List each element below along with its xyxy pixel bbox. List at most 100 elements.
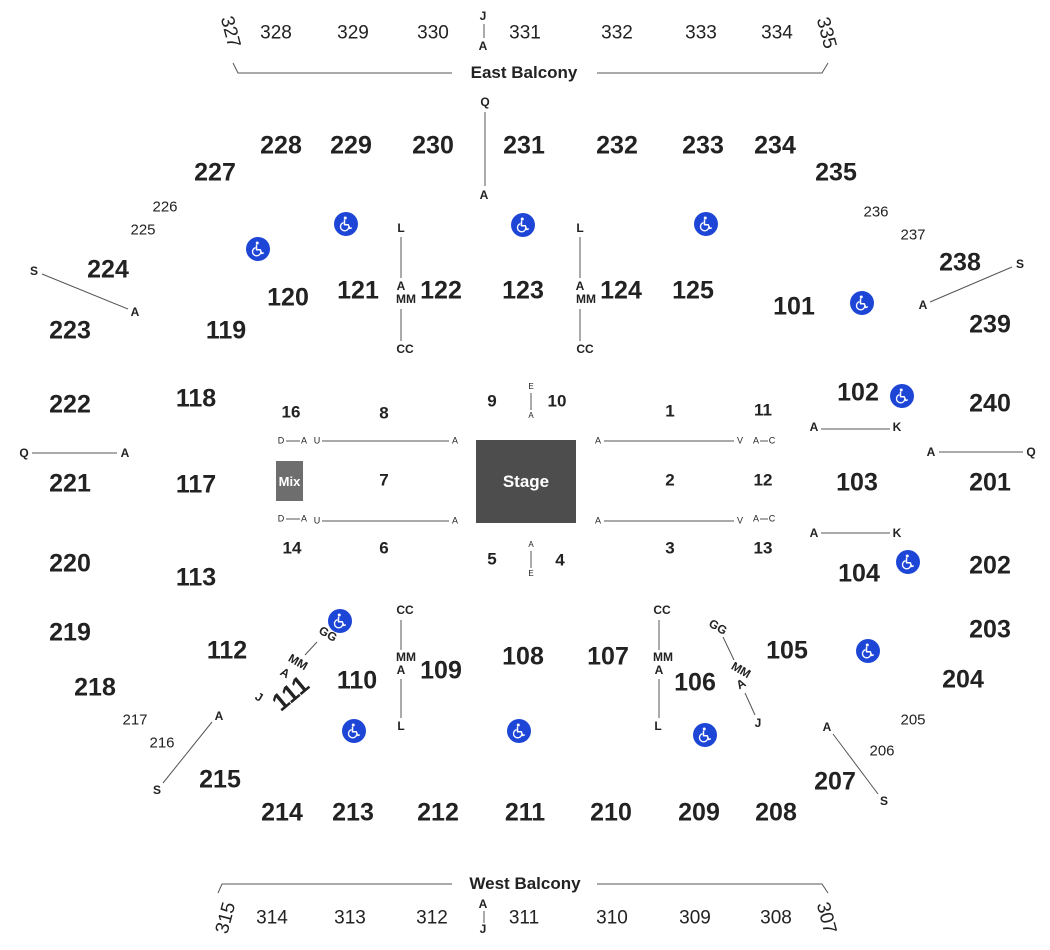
section-328[interactable]: 328	[260, 22, 292, 44]
section-229[interactable]: 229	[330, 131, 372, 160]
section-233[interactable]: 233	[682, 131, 724, 160]
section-217[interactable]: 217	[122, 711, 148, 729]
section-10[interactable]: 10	[547, 391, 567, 411]
section-225[interactable]: 225	[130, 221, 156, 239]
section-226[interactable]: 226	[152, 198, 178, 216]
section-215[interactable]: 215	[199, 765, 241, 794]
row-marker: V	[736, 435, 744, 446]
section-219[interactable]: 219	[49, 618, 91, 647]
section-117[interactable]: 117	[175, 470, 217, 499]
section-314[interactable]: 314	[256, 907, 288, 929]
section-208[interactable]: 208	[755, 798, 797, 827]
section-213[interactable]: 213	[332, 798, 374, 827]
section-11[interactable]: 11	[754, 400, 772, 420]
section-5[interactable]: 5	[487, 549, 497, 569]
section-333[interactable]: 333	[685, 22, 717, 44]
section-3[interactable]: 3	[665, 538, 675, 558]
section-231[interactable]: 231	[503, 131, 545, 160]
section-239[interactable]: 239	[969, 310, 1011, 339]
section-332[interactable]: 332	[601, 22, 633, 44]
section-313[interactable]: 313	[334, 907, 366, 929]
section-202[interactable]: 202	[969, 551, 1011, 580]
section-16[interactable]: 16	[281, 402, 301, 422]
section-203[interactable]: 203	[969, 615, 1011, 644]
section-312[interactable]: 312	[416, 907, 448, 929]
section-105[interactable]: 105	[766, 636, 808, 665]
section-125[interactable]: 125	[672, 276, 714, 305]
section-14[interactable]: 14	[282, 538, 302, 558]
section-13[interactable]: 13	[753, 538, 773, 558]
row-marker: A	[528, 411, 534, 420]
section-230[interactable]: 230	[412, 131, 454, 160]
section-103[interactable]: 103	[836, 468, 878, 497]
section-331[interactable]: 331	[509, 22, 541, 44]
section-227[interactable]: 227	[194, 158, 236, 187]
section-237[interactable]: 237	[900, 226, 926, 244]
row-marker: MM	[653, 650, 673, 664]
section-216[interactable]: 216	[149, 734, 175, 752]
section-121[interactable]: 121	[337, 276, 379, 305]
section-205[interactable]: 205	[900, 711, 926, 729]
wheelchair-icon	[246, 237, 270, 261]
section-204[interactable]: 204	[942, 665, 984, 694]
section-209[interactable]: 209	[678, 798, 720, 827]
section-240[interactable]: 240	[969, 389, 1011, 418]
wheelchair-icon-glyph	[855, 295, 868, 311]
section-207[interactable]: 207	[814, 767, 856, 796]
section-7[interactable]: 7	[379, 470, 389, 490]
section-107[interactable]: 107	[587, 642, 629, 671]
row-marker: D	[277, 513, 285, 524]
section-310[interactable]: 310	[596, 907, 628, 929]
section-110[interactable]: 110	[336, 666, 378, 695]
section-12[interactable]: 12	[753, 470, 773, 490]
section-220[interactable]: 220	[49, 549, 91, 578]
section-102[interactable]: 102	[837, 378, 879, 407]
section-210[interactable]: 210	[590, 798, 632, 827]
section-120[interactable]: 120	[267, 283, 309, 312]
section-4[interactable]: 4	[555, 550, 565, 570]
section-329[interactable]: 329	[337, 22, 369, 44]
section-212[interactable]: 212	[417, 798, 459, 827]
section-106[interactable]: 106	[674, 668, 716, 697]
section-334[interactable]: 334	[761, 22, 793, 44]
section-124[interactable]: 124	[600, 276, 642, 305]
section-118[interactable]: 118	[175, 384, 217, 413]
section-8[interactable]: 8	[379, 403, 389, 423]
section-236[interactable]: 236	[863, 203, 889, 221]
section-308[interactable]: 308	[760, 907, 792, 929]
section-112[interactable]: 112	[206, 636, 248, 665]
section-330[interactable]: 330	[417, 22, 449, 44]
section-218[interactable]: 218	[74, 673, 116, 702]
section-2[interactable]: 2	[665, 470, 675, 490]
section-206[interactable]: 206	[869, 742, 895, 760]
section-238[interactable]: 238	[939, 248, 981, 277]
section-222[interactable]: 222	[49, 390, 91, 419]
section-201[interactable]: 201	[969, 468, 1011, 497]
row-marker: E	[528, 382, 534, 391]
section-223[interactable]: 223	[49, 316, 91, 345]
section-6[interactable]: 6	[379, 538, 389, 558]
section-214[interactable]: 214	[261, 798, 303, 827]
section-224[interactable]: 224	[87, 255, 129, 284]
section-221[interactable]: 221	[49, 469, 91, 498]
section-235[interactable]: 235	[815, 158, 857, 187]
section-232[interactable]: 232	[596, 131, 638, 160]
section-113[interactable]: 113	[175, 563, 217, 592]
wheelchair-icon	[342, 719, 366, 743]
section-234[interactable]: 234	[754, 131, 796, 160]
section-101[interactable]: 101	[773, 292, 815, 321]
section-1[interactable]: 1	[665, 401, 675, 421]
section-123[interactable]: 123	[502, 276, 544, 305]
section-311[interactable]: 311	[508, 907, 540, 929]
section-228[interactable]: 228	[260, 131, 302, 160]
section-108[interactable]: 108	[502, 642, 544, 671]
section-122[interactable]: 122	[420, 276, 462, 305]
section-9[interactable]: 9	[487, 391, 497, 411]
section-309[interactable]: 309	[679, 907, 711, 929]
section-211[interactable]: 211	[504, 798, 546, 827]
section-109[interactable]: 109	[420, 656, 462, 685]
row-marker: CC	[396, 342, 414, 356]
section-104[interactable]: 104	[838, 559, 880, 588]
section-119[interactable]: 119	[205, 316, 247, 345]
